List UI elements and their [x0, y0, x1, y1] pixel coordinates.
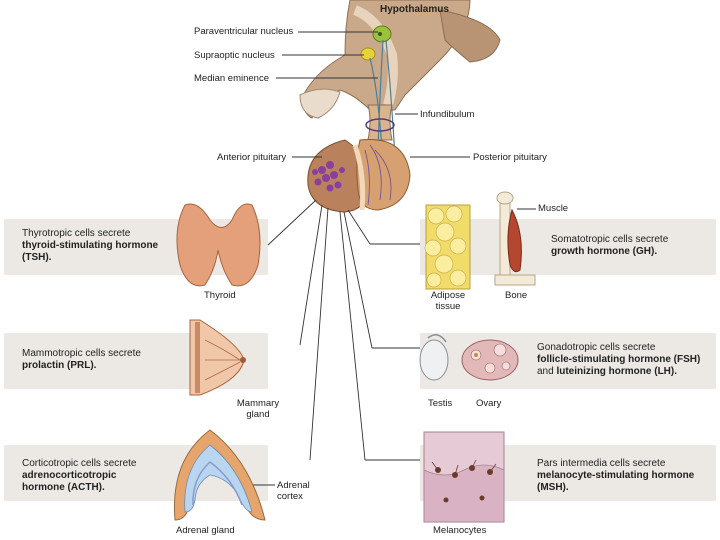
connector-lines [248, 31, 536, 486]
mammotropic-text: Mammotropic cells secrete prolactin (PRL… [22, 348, 141, 371]
pituitary-gland [307, 138, 411, 213]
adrenal-gland-label: Adrenal gland [176, 525, 235, 536]
adrenal-gland-illustration [173, 429, 266, 521]
supraoptic-nucleus-shape [360, 47, 376, 61]
muscle-label: Muscle [538, 203, 569, 214]
adipose-label: Adipose tissue [430, 290, 466, 312]
paraventricular-nucleus-shape [372, 25, 392, 43]
ovary-label: Ovary [476, 398, 502, 409]
melanocytes-illustration [423, 431, 505, 523]
anterior-cells-cluster [312, 161, 345, 192]
hypothalamus-tissue [299, 0, 501, 119]
somatotropic-text: Somatotropic cells secrete growth hormon… [551, 234, 669, 257]
testis-illustration [419, 334, 449, 381]
bone-label: Bone [505, 290, 528, 301]
mammary-label: Mammary gland [236, 398, 280, 420]
paraventricular-label: Paraventricular nucleus [194, 26, 294, 37]
testis-label: Testis [428, 398, 453, 409]
bone-muscle-illustration [494, 191, 536, 286]
median-eminence-label: Median eminence [194, 73, 269, 84]
adipose-tissue-illustration [424, 204, 471, 290]
hypothalamus-label: Hypothalamus [380, 4, 449, 15]
thyroid-illustration [176, 203, 261, 287]
ovary-illustration [461, 339, 519, 381]
thyroid-label: Thyroid [204, 290, 236, 301]
mammary-gland-illustration [189, 319, 246, 396]
pars-intermedia-text: Pars intermedia cells secrete melanocyte… [537, 458, 695, 493]
melanocytes-label: Melanocytes [433, 525, 487, 536]
thyrotropic-text: Thyrotropic cells secrete thyroid-stimul… [22, 228, 159, 263]
corticotropic-text: Corticotropic cells secrete adrenocortic… [22, 458, 137, 493]
posterior-pituitary-label: Posterior pituitary [473, 152, 547, 163]
anterior-pituitary-label: Anterior pituitary [217, 152, 287, 163]
adrenal-cortex-label: Adrenal cortex [277, 480, 310, 502]
infundibulum-label: Infundibulum [420, 109, 475, 120]
gonadotropic-text: Gonadotropic cells secrete follicle-stim… [537, 342, 701, 377]
supraoptic-label: Supraoptic nucleus [194, 50, 275, 61]
